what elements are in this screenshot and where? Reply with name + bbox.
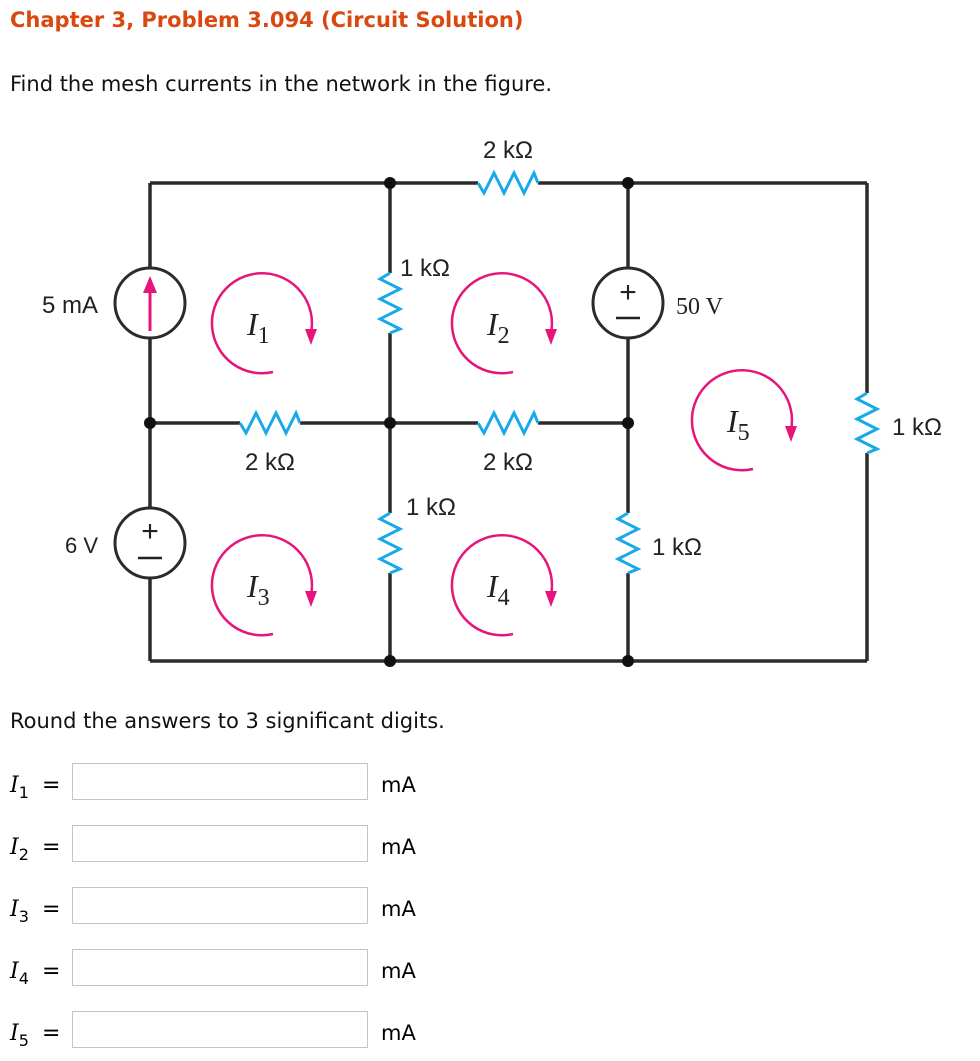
variable-symbol: I <box>10 773 19 798</box>
unit-label: mA <box>381 897 416 921</box>
arrowhead-icon <box>545 591 557 607</box>
unit-label: mA <box>381 835 416 859</box>
resistor-far-right-vertical <box>853 391 881 455</box>
mesh-label: I3 <box>246 568 270 611</box>
variable-subscript: 5 <box>18 1031 29 1050</box>
arrowhead-icon <box>305 329 317 345</box>
node <box>384 655 396 667</box>
mesh-arrow-icon <box>450 533 554 637</box>
answer-row-i3: I3 = mA <box>0 887 520 937</box>
label-r-mid-left: 2 kΩ <box>245 449 295 476</box>
mesh-current-1: I1 <box>210 271 317 375</box>
answer-input-i4[interactable] <box>72 949 368 986</box>
variable-label: I3 <box>10 897 29 926</box>
equals-sign: = <box>42 773 61 798</box>
unit-label: mA <box>381 959 416 983</box>
plus-sign: + <box>141 515 159 548</box>
circuit-diagram: 5 mA + 6 V + 50 V 2 kΩ 1 kΩ 2 kΩ 2 kΩ 1 … <box>42 137 942 667</box>
label-r-far-right: 1 kΩ <box>892 414 942 441</box>
node <box>622 177 634 189</box>
equals-sign: = <box>42 1021 61 1046</box>
current-source-5ma <box>113 266 187 340</box>
mesh-current-3: I3 <box>210 533 317 637</box>
answer-input-i3[interactable] <box>72 887 368 924</box>
mesh-arrow-icon <box>210 271 314 375</box>
node <box>384 417 396 429</box>
answer-input-i2[interactable] <box>72 825 368 862</box>
mesh-label: I1 <box>246 306 270 349</box>
node <box>384 177 396 189</box>
answer-row-i2: I2 = mA <box>0 825 520 875</box>
variable-subscript: 4 <box>18 969 29 988</box>
variable-subscript: 3 <box>18 907 29 926</box>
answer-row-i5: I5 = mA <box>0 1011 520 1061</box>
mesh-current-4: I4 <box>450 533 557 637</box>
problem-title: Chapter 3, Problem 3.094 (Circuit Soluti… <box>10 8 524 32</box>
label-voltage-source-left: 6 V <box>65 533 98 558</box>
variable-symbol: I <box>10 1021 19 1046</box>
equals-sign: = <box>42 897 61 922</box>
variable-symbol: I <box>10 835 19 860</box>
plus-sign: + <box>619 276 637 309</box>
node <box>622 655 634 667</box>
resistor-lower-center-vertical <box>376 511 404 575</box>
problem-prompt: Find the mesh currents in the network in… <box>10 72 553 96</box>
node <box>622 417 634 429</box>
mesh-label: I5 <box>726 403 750 446</box>
resistor-lower-right-vertical <box>614 511 642 575</box>
label-current-source: 5 mA <box>42 292 98 319</box>
rounding-instructions: Round the answers to 3 significant digit… <box>10 709 445 733</box>
answer-input-i1[interactable] <box>72 763 368 800</box>
label-r-upper-center: 1 kΩ <box>400 255 450 282</box>
mesh-arrow-icon <box>690 368 794 472</box>
label-voltage-source-right: 50 V <box>676 294 724 320</box>
arrowhead-icon <box>785 426 797 442</box>
voltage-source-50v: + <box>591 266 665 340</box>
variable-label: I2 <box>10 835 29 864</box>
arrowhead-icon <box>305 591 317 607</box>
variable-symbol: I <box>10 897 19 922</box>
label-r-mid-right: 2 kΩ <box>483 449 533 476</box>
wires <box>148 181 869 663</box>
voltage-source-6v: + <box>113 506 187 580</box>
variable-subscript: 2 <box>18 845 29 864</box>
mesh-current-2: I2 <box>450 271 557 375</box>
resistor-mid-right-horizontal <box>476 409 540 437</box>
resistor-top <box>476 169 540 197</box>
variable-symbol: I <box>10 959 19 984</box>
mesh-arrow-icon <box>450 271 554 375</box>
unit-label: mA <box>381 773 416 797</box>
answer-row-i1: I1 = mA <box>0 763 520 813</box>
resistor-mid-left-horizontal <box>238 409 302 437</box>
label-r-lower-right: 1 kΩ <box>652 534 702 561</box>
variable-label: I1 <box>10 773 29 802</box>
variable-label: I5 <box>10 1021 29 1050</box>
mesh-arrow-icon <box>210 533 314 637</box>
label-r-lower-center: 1 kΩ <box>406 494 456 521</box>
label-r-top: 2 kΩ <box>483 137 533 164</box>
mesh-label: I4 <box>486 568 510 611</box>
variable-label: I4 <box>10 959 29 988</box>
answer-row-i4: I4 = mA <box>0 949 520 999</box>
arrowhead-icon <box>545 329 557 345</box>
node <box>144 417 156 429</box>
equals-sign: = <box>42 835 61 860</box>
mesh-current-5: I5 <box>690 368 797 472</box>
variable-subscript: 1 <box>18 783 29 802</box>
unit-label: mA <box>381 1021 416 1045</box>
nodes <box>144 177 634 667</box>
mesh-label: I2 <box>486 306 510 349</box>
resistor-upper-center-vertical <box>376 271 404 335</box>
answer-input-i5[interactable] <box>72 1011 368 1048</box>
equals-sign: = <box>42 959 61 984</box>
